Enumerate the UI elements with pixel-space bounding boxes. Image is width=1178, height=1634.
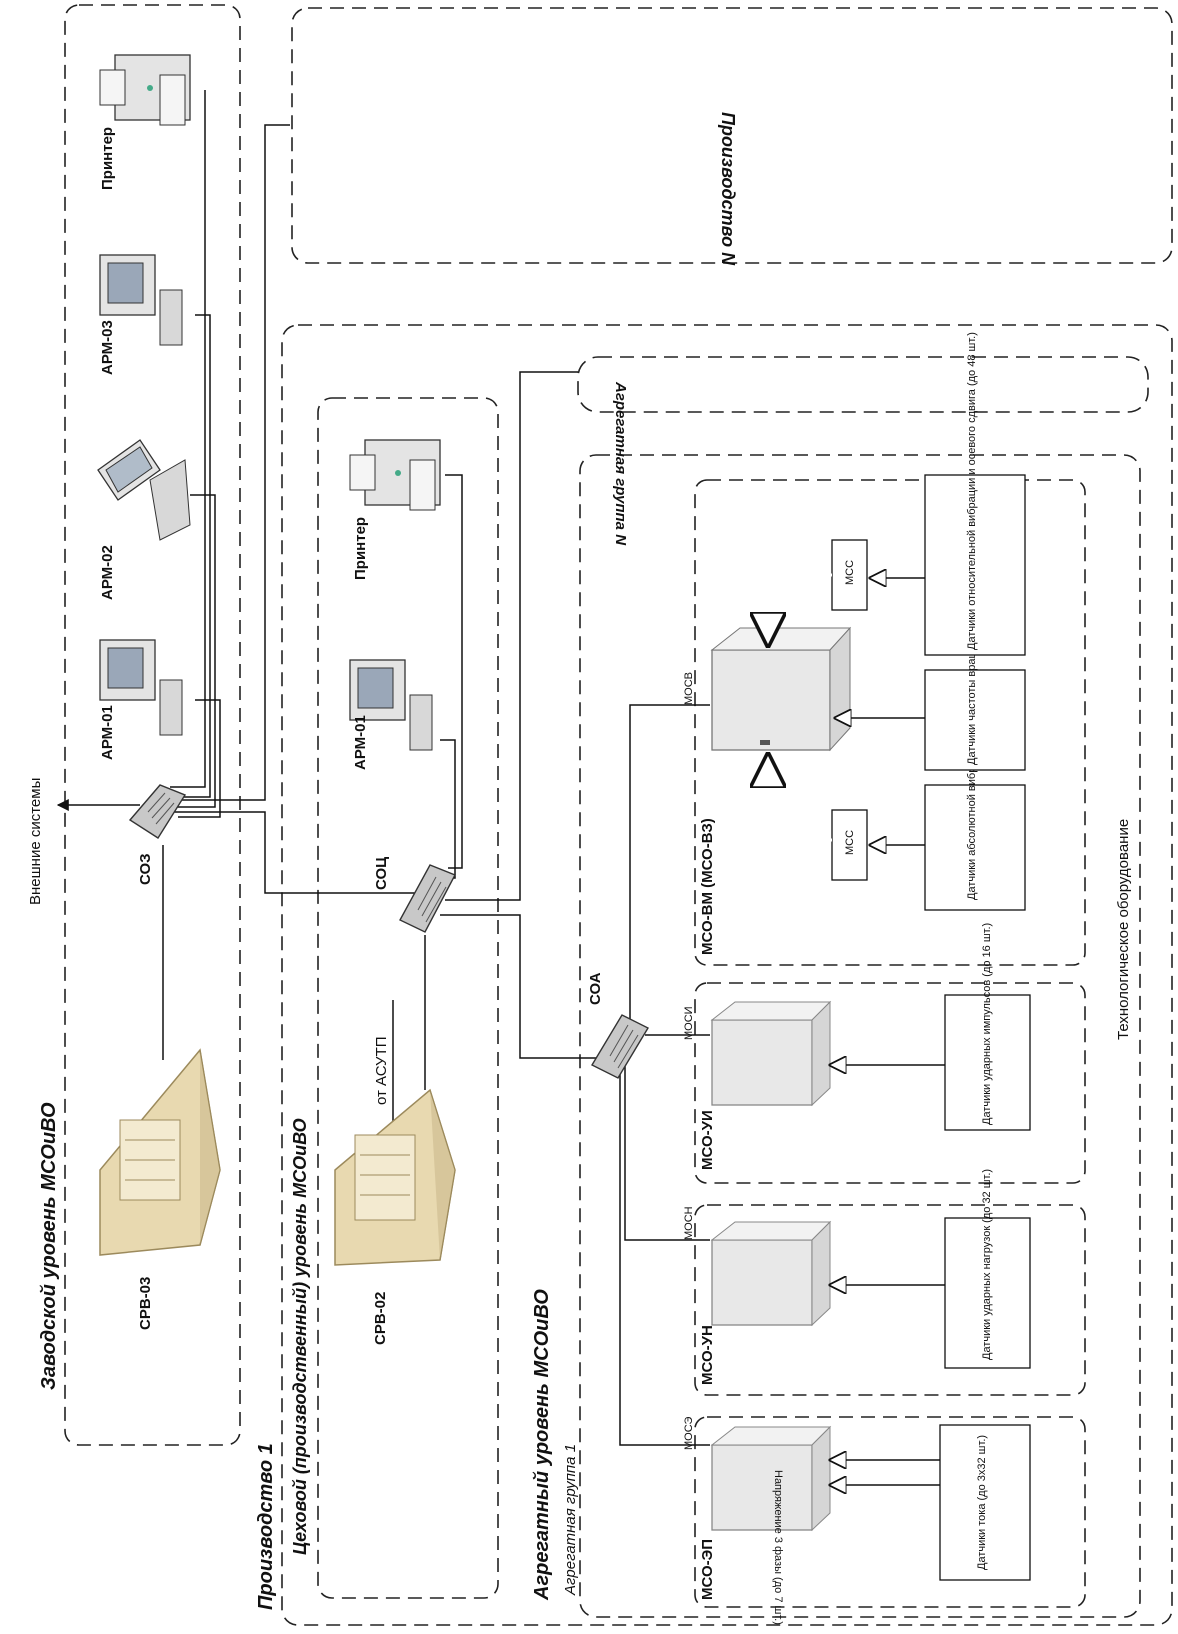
module-mosn[interactable] [712, 1222, 830, 1325]
mcc-1-arrow-inner [768, 755, 832, 840]
production-1-title: Производство 1 [255, 1443, 277, 1610]
aggregate-group-1-zone [580, 455, 1140, 1617]
factory-level-title: Заводской уровень МСОиВО [38, 1102, 60, 1390]
mco-vm-label: МСО-ВМ (МСО-ВЗ) [699, 818, 716, 955]
switch-coc-label: СОЦ [373, 857, 390, 890]
sensor-current-label: Датчики тока (до 3х32 шт.) [976, 1435, 988, 1570]
arm01-shop-label: АРМ-01 [352, 715, 369, 770]
shop-level-title: Цеховой (производственный) уровень МСОиВ… [290, 1118, 310, 1555]
mco-ep-label: МСО-ЭП [699, 1539, 716, 1600]
aggregate-group-n-title: Агрегатная группа N [612, 381, 629, 546]
mosi-label: МОСИ [683, 1006, 695, 1040]
asutp-label: от АСУТП [373, 1036, 390, 1105]
aggregate-level-title: Агрегатный уровень МСОиВО [531, 1289, 553, 1601]
printer-shop-label: Принтер [352, 517, 369, 580]
production-n-title: Производство N [718, 112, 738, 266]
mose-label: МОСЭ [683, 1416, 695, 1450]
mosv-label: МОСВ [683, 672, 695, 705]
mcc-1-label: МСС [844, 830, 856, 855]
printer-factory-label: Принтер [99, 127, 116, 190]
module-mose[interactable] [712, 1427, 830, 1530]
production-1-zone [282, 325, 1172, 1625]
switch-coa[interactable] [592, 1015, 648, 1078]
arm01-factory-label: АРМ-01 [99, 705, 116, 760]
server-srv03[interactable] [100, 1050, 220, 1255]
mco-ui-label: МСО-УИ [699, 1110, 716, 1170]
server-srv02[interactable] [335, 1090, 455, 1265]
mco-un-label: МСО-УН [699, 1325, 716, 1385]
switch-coc[interactable] [400, 865, 455, 932]
arm03-label: АРМ-03 [99, 320, 116, 375]
aggregate-group-n-zone [578, 357, 1148, 412]
laptop-arm02[interactable] [98, 440, 190, 540]
module-mosi[interactable] [712, 1002, 830, 1105]
equipment-title: Технологическое оборудование [1115, 819, 1132, 1040]
mcc-2-label: МСС [844, 560, 856, 585]
server-srv02-label: СРВ-02 [372, 1292, 389, 1345]
mosn-label: МОСН [683, 1206, 695, 1240]
sensor-rel-vibration-label: Датчики относительной вибрации и осевого… [966, 332, 978, 650]
shop-zone [318, 398, 498, 1598]
sensor-shock-load-label: Датчики ударных нагрузок (до 32 шт.) [981, 1169, 993, 1360]
aggregate-group-1-title: Агрегатная группа 1 [562, 1444, 579, 1596]
external-systems-label: Внешние системы [27, 778, 44, 905]
aggregate-wiring [620, 705, 710, 1445]
printer-shop[interactable] [350, 440, 440, 510]
sensor-shock-impulse-label: Датчики ударных импульсов (до 16 шт.) [981, 923, 993, 1125]
switch-coa-label: СОА [587, 972, 604, 1005]
voltage-label: Напряжение 3 фазы (до 7 шт.) [772, 1470, 784, 1625]
server-srv03-label: СРВ-03 [137, 1277, 154, 1330]
switch-coz-label: СОЗ [137, 853, 154, 885]
arm02-label: АРМ-02 [99, 545, 116, 600]
printer-factory[interactable] [100, 55, 190, 125]
mcc-1-arrow [768, 755, 832, 840]
module-mosv[interactable] [712, 628, 850, 750]
